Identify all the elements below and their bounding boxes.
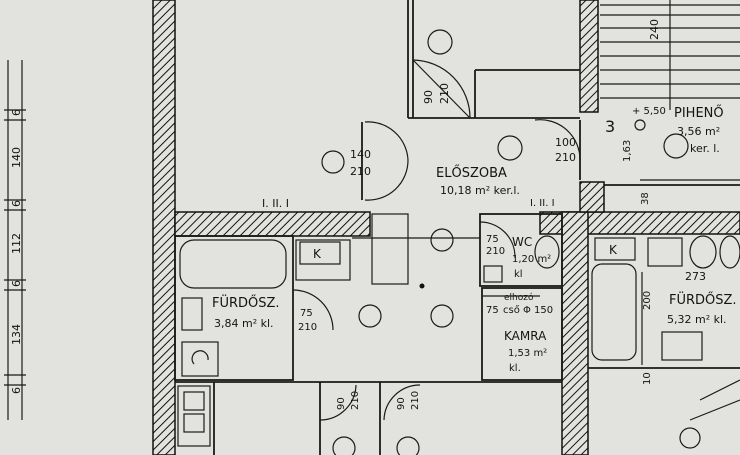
room-area-furdo-1: 3,84 m² kl. bbox=[214, 317, 274, 330]
dim-c: 10 bbox=[642, 372, 653, 385]
door-bottom-1: 90 210 bbox=[319, 382, 361, 455]
door-bottom-2: 90 210 bbox=[379, 382, 421, 455]
room-name-piheno: PIHENŐ bbox=[674, 105, 724, 121]
wall-stair-corner bbox=[579, 181, 605, 213]
dim-label: 134 bbox=[10, 324, 23, 345]
pipe-label-2: cső Φ 150 bbox=[503, 304, 553, 316]
dim-label: 6 bbox=[10, 109, 23, 116]
room-name-furdo-2: FÜRDŐSZ. bbox=[669, 291, 737, 308]
door-width: 200 bbox=[642, 291, 653, 310]
dim-b: 273 bbox=[685, 270, 706, 283]
elevation: + 5,50 bbox=[632, 106, 666, 117]
door-height: 210 bbox=[410, 391, 421, 410]
stair-number: 3 bbox=[605, 117, 615, 136]
dim-label: 112 bbox=[10, 233, 23, 254]
wall-left bbox=[152, 0, 176, 455]
door-width: 75 bbox=[486, 305, 499, 316]
room-area-piheno: 3,56 m² bbox=[677, 125, 720, 138]
door-left: 140 210 bbox=[321, 121, 409, 201]
wall-middle-right bbox=[539, 211, 740, 235]
door-height: 210 bbox=[438, 83, 451, 104]
door-width: 90 bbox=[336, 397, 347, 410]
vent-label-right: I. II. I bbox=[530, 198, 555, 209]
door-height: 210 bbox=[486, 246, 505, 257]
wall-stair bbox=[579, 0, 599, 113]
door-top: 90 210 bbox=[412, 29, 471, 119]
door-width: 90 bbox=[422, 90, 435, 104]
dim-label: 6 bbox=[10, 280, 23, 287]
room-wc: 75 210 WC 1,20 m² kl bbox=[479, 213, 563, 287]
room-floor-piheno: ker. l. bbox=[690, 142, 720, 155]
door-height: 210 bbox=[555, 151, 576, 164]
room-kamra: elhozó 75 cső Φ 150 KAMRA 1,53 m² kl. bbox=[481, 287, 563, 381]
wall-middle bbox=[174, 211, 371, 237]
door-height: 210 bbox=[298, 322, 317, 333]
dim-label: 6 bbox=[10, 387, 23, 394]
room-area-wc: 1,20 m² bbox=[512, 254, 551, 265]
room-area-eloszoba: 10,18 m² ker.l. bbox=[440, 184, 520, 197]
room-furdo-2: K 273 200 FÜRDŐSZ. 5,32 m² kl. 10 bbox=[588, 235, 740, 449]
door-width: 90 bbox=[396, 397, 407, 410]
pipe-label: elhozó bbox=[504, 292, 534, 303]
vent-label: I. II. I bbox=[262, 197, 289, 210]
room-name-wc: WC bbox=[512, 235, 532, 249]
dim-a: 38 bbox=[640, 192, 651, 205]
room-name-kamra: KAMRA bbox=[504, 329, 547, 343]
door-right: 100 210 bbox=[497, 119, 581, 180]
dimension-chain: 6 140 6 112 6 134 6 bbox=[4, 60, 26, 420]
door-width: 140 bbox=[350, 148, 371, 161]
cabinet-label: K bbox=[609, 243, 618, 257]
cabinet-label: K bbox=[313, 247, 322, 261]
wall-vertical-right bbox=[561, 211, 589, 455]
dim-label: 6 bbox=[10, 200, 23, 207]
door-width: 75 bbox=[486, 234, 499, 245]
room-name-furdo-1: FÜRDŐSZ. bbox=[212, 294, 280, 311]
room-furdo-1: K FÜRDŐSZ. 3,84 m² kl. 75 210 bbox=[174, 235, 351, 381]
room-name-eloszoba: ELŐSZOBA bbox=[436, 165, 507, 181]
elevation-2: 1,63 bbox=[622, 140, 633, 162]
door-width: 100 bbox=[555, 136, 576, 149]
door-height: 210 bbox=[350, 165, 371, 178]
room-floor-kamra: kl. bbox=[509, 363, 521, 374]
door-height: 210 bbox=[350, 391, 361, 410]
room-area-kamra: 1,53 m² bbox=[508, 348, 547, 359]
staircase: 240 bbox=[600, 0, 740, 110]
dim-label: 140 bbox=[10, 147, 23, 168]
light-point bbox=[419, 283, 425, 289]
room-area-furdo-2: 5,32 m² kl. bbox=[667, 313, 727, 326]
door-width: 75 bbox=[300, 308, 313, 319]
room-floor-wc: kl bbox=[514, 269, 523, 280]
stair-dim: 240 bbox=[648, 19, 661, 40]
